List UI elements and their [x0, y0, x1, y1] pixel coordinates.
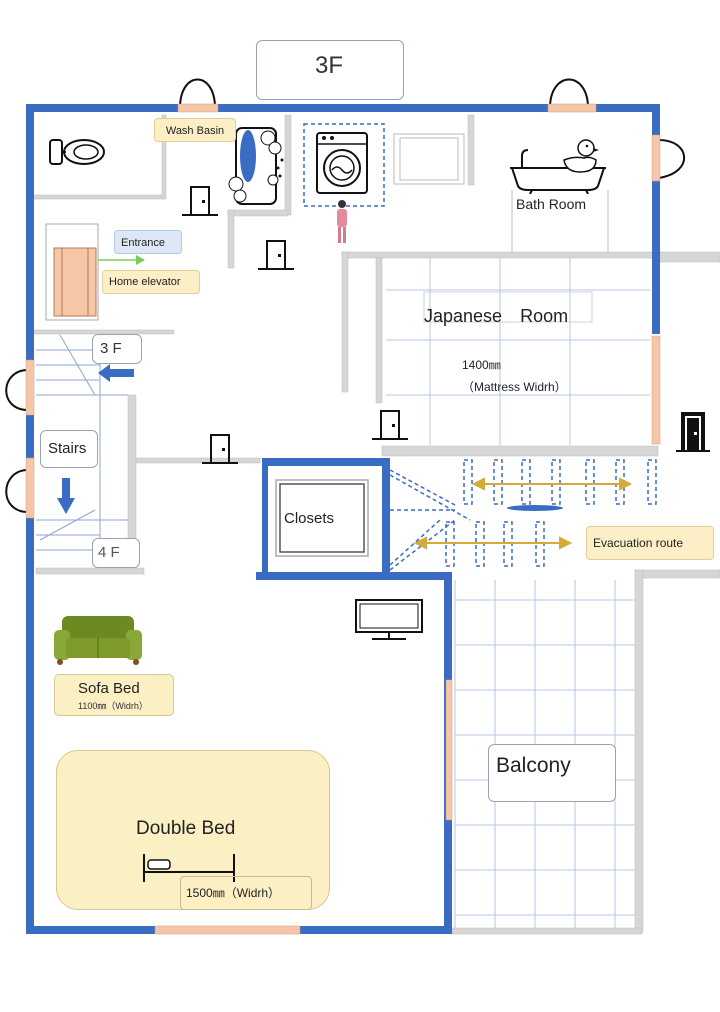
sofa-bed-label: Sofa Bed	[78, 680, 140, 697]
interior-walls	[33, 114, 720, 935]
elevator-car	[53, 247, 97, 317]
stairs-3f-box	[92, 334, 142, 364]
stairs-4f-label: 4 F	[98, 544, 120, 561]
japanese-room-label: Japanese Room	[424, 306, 569, 326]
shower-icon	[228, 127, 284, 205]
japanese-room-grid	[386, 258, 650, 445]
balcony-step	[507, 505, 563, 511]
closet-frame	[275, 479, 369, 557]
bath-room-label: Bath Room	[516, 196, 587, 212]
toilet-icon	[49, 139, 105, 165]
evacuation-dashed-lines	[303, 123, 657, 571]
floor-title: 3F	[314, 52, 343, 79]
balcony-label: Balcony	[496, 754, 571, 777]
evacuation-route-label: Evacuation route	[586, 526, 714, 560]
double-bed-width-label: 1500㎜（Widrh）	[186, 886, 281, 900]
window-arc-left	[179, 78, 216, 109]
bed-icon	[143, 854, 235, 882]
sofa-icon	[54, 616, 142, 665]
person-icon	[337, 200, 347, 243]
double-bed-label: Double Bed	[136, 818, 236, 839]
duck-icon	[563, 139, 599, 173]
wash-basin-label: Wash Basin	[154, 118, 236, 142]
emergency-exit-icon	[676, 412, 710, 452]
mattress-width-note: （Mattress Widrh）	[462, 380, 567, 394]
window-arc-west-2	[5, 469, 29, 513]
sofa-bed-width-label: 1100㎜（Widrh）	[78, 701, 148, 711]
floor-title-box	[256, 40, 404, 100]
washing-machine-icon	[316, 132, 368, 194]
entrance-label: Entrance	[114, 230, 182, 254]
bath-room-fixtures	[393, 133, 609, 323]
tv-icon	[355, 599, 423, 640]
windows	[25, 103, 661, 935]
window-arc-east	[658, 139, 686, 179]
sofa-bed-label-box	[54, 674, 174, 716]
stairs-4f-box	[92, 538, 140, 568]
double-bed-width-box	[180, 876, 312, 910]
closets-label: Closets	[284, 510, 335, 527]
window-arc-west-1	[5, 369, 29, 411]
stair-arrows	[57, 364, 134, 514]
stairs-box	[40, 430, 98, 468]
stairs-label: Stairs	[48, 440, 87, 457]
mattress-width-value: 1400㎜	[462, 358, 501, 372]
elevator-outline	[45, 223, 99, 321]
window-arc-right	[549, 78, 589, 109]
stairs-3f-label: 3 F	[100, 340, 122, 357]
evacuation-arrows	[413, 477, 633, 550]
home-elevator-label: Home elevator	[102, 270, 200, 294]
balcony-box	[488, 744, 616, 802]
